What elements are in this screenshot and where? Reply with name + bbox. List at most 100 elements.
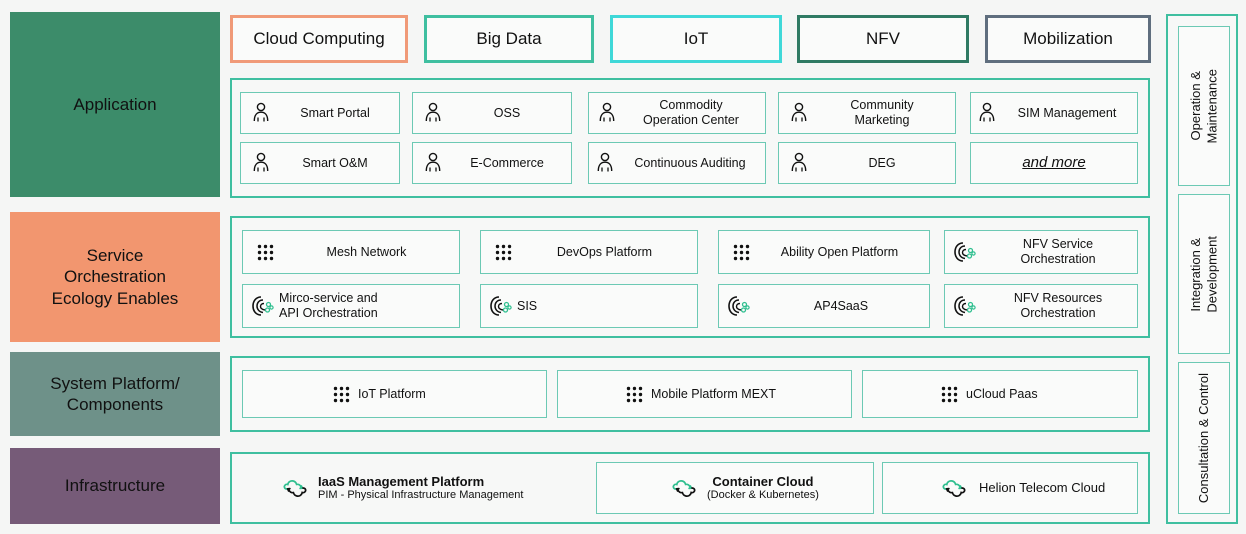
system-platform-panel: IoT Platform Mobile Platform MEXT uCloud… [230, 356, 1150, 432]
svc-card-devops-platform[interactable]: DevOps Platform [480, 230, 698, 274]
svc-card-nfv-resources-orchestration[interactable]: NFV Resources Orchestration [944, 284, 1138, 328]
svc-card-nfv-service-orchestration[interactable]: NFV Service Orchestration [944, 230, 1138, 274]
svc-card-sis[interactable]: SIS [480, 284, 698, 328]
person-icon [423, 152, 443, 174]
app-card-smart-om[interactable]: Smart O&M [240, 142, 400, 184]
orchestration-icon [727, 295, 753, 317]
app-card-smart-portal[interactable]: Smart Portal [240, 92, 400, 134]
infra-card-helion-telecom-cloud[interactable]: Helion Telecom Cloud [882, 462, 1138, 514]
svc-card-label: SIS [517, 298, 538, 313]
app-card-label: Smart O&M [302, 155, 368, 170]
sys-card-label: uCloud Paas [966, 386, 1038, 401]
infra-card-container-cloud[interactable]: Container Cloud (Docker & Kubernetes) [596, 462, 874, 514]
cloud-icon [282, 478, 308, 499]
svc-card-label: Mirco-service and API Orchestration [279, 291, 378, 320]
svc-card-label: AP4SaaS [813, 298, 869, 313]
app-card-label: SIM Management [1017, 105, 1117, 120]
cloud-icon [671, 478, 697, 499]
sys-card-label: IoT Platform [358, 386, 426, 401]
grid-icon [257, 244, 274, 261]
rail-item-consultation-control[interactable]: Consultation & Control [1178, 362, 1230, 514]
tab-label: Big Data [476, 29, 542, 48]
grid-icon [733, 244, 750, 261]
infra-card-title: IaaS Management Platform [318, 473, 485, 489]
side-rail: Operation & Maintenance Integration & De… [1166, 14, 1238, 524]
grid-icon [333, 386, 350, 403]
svc-card-label: Mesh Network [326, 244, 407, 259]
svc-card-label: NFV Service Orchestration [1020, 237, 1096, 266]
tab-label: IoT [683, 29, 709, 48]
svc-card-label: Ability Open Platform [780, 244, 899, 259]
sys-card-label: Mobile Platform MEXT [651, 386, 777, 401]
infra-card-label: Helion Telecom Cloud [979, 480, 1106, 496]
app-card-label: E-Commerce [470, 155, 544, 170]
orchestration-icon [489, 295, 515, 317]
tab-label: NFV [866, 29, 900, 48]
svc-card-ability-open-platform[interactable]: Ability Open Platform [718, 230, 930, 274]
tab-label: Mobilization [1023, 29, 1113, 48]
app-card-deg[interactable]: DEG [778, 142, 956, 184]
svc-card-mesh-network[interactable]: Mesh Network [242, 230, 460, 274]
person-icon [977, 102, 997, 124]
app-card-and-more[interactable]: and more [970, 142, 1138, 184]
layer-label-service-orchestration: Service Orchestration Ecology Enables [10, 212, 220, 342]
infra-card-text: IaaS Management Platform PIM - Physical … [318, 474, 523, 503]
tab-mobilization[interactable]: Mobilization [985, 15, 1151, 63]
cloud-icon [941, 478, 967, 499]
layer-label-text: System Platform/ Components [50, 373, 180, 414]
layer-label-infrastructure: Infrastructure [10, 448, 220, 524]
application-panel: Smart Portal OSS Commodity Operation Cen… [230, 78, 1150, 198]
person-icon [789, 152, 809, 174]
person-icon [597, 102, 617, 124]
layer-label-text: Infrastructure [64, 476, 166, 496]
app-card-label: Community Marketing [850, 98, 914, 127]
grid-icon [495, 244, 512, 261]
rail-item-operation-maintenance[interactable]: Operation & Maintenance [1178, 26, 1230, 186]
app-card-label: Continuous Auditing [634, 155, 746, 170]
app-card-oss[interactable]: OSS [412, 92, 572, 134]
app-card-label: Commodity Operation Center [643, 98, 739, 127]
app-card-label: Smart Portal [300, 105, 370, 120]
rail-item-label: Operation & Maintenance [1187, 68, 1219, 144]
infra-card-subtitle: PIM - Physical Infrastructure Management [318, 489, 524, 502]
layer-label-text: Service Orchestration Ecology Enables [51, 246, 179, 308]
app-card-label: OSS [493, 105, 521, 120]
infra-card-iaas-management-platform[interactable]: IaaS Management Platform PIM - Physical … [262, 462, 602, 514]
orchestration-icon [953, 241, 979, 263]
person-icon [595, 152, 615, 174]
svc-card-micro-service-api-orchestration[interactable]: Mirco-service and API Orchestration [242, 284, 460, 328]
person-icon [251, 102, 271, 124]
sys-card-ucloud-paas[interactable]: uCloud Paas [862, 370, 1138, 418]
layer-label-application: Application [10, 12, 220, 197]
app-card-community-marketing[interactable]: Community Marketing [778, 92, 956, 134]
infrastructure-panel: IaaS Management Platform PIM - Physical … [230, 452, 1150, 524]
app-card-commodity-operation-center[interactable]: Commodity Operation Center [588, 92, 766, 134]
app-card-continuous-auditing[interactable]: Continuous Auditing [588, 142, 766, 184]
infra-card-title: Container Cloud [712, 473, 814, 489]
grid-icon [941, 386, 958, 403]
orchestration-icon [251, 295, 277, 317]
svc-card-ap4saas[interactable]: AP4SaaS [718, 284, 930, 328]
rail-item-label: Integration & Development [1187, 235, 1219, 313]
sys-card-iot-platform[interactable]: IoT Platform [242, 370, 547, 418]
rail-item-label: Consultation & Control [1195, 372, 1211, 504]
tab-nfv[interactable]: NFV [797, 15, 969, 63]
tab-big-data[interactable]: Big Data [424, 15, 594, 63]
layer-label-system-platform: System Platform/ Components [10, 352, 220, 436]
app-card-sim-management[interactable]: SIM Management [970, 92, 1138, 134]
tab-label: Cloud Computing [253, 29, 385, 48]
service-orchestration-panel: Mesh Network DevOps Platform Ability Ope… [230, 216, 1150, 338]
sys-card-mobile-platform-mext[interactable]: Mobile Platform MEXT [557, 370, 852, 418]
person-icon [251, 152, 271, 174]
tab-iot[interactable]: IoT [610, 15, 782, 63]
layer-label-text: Application [73, 94, 157, 114]
infra-card-text: Container Cloud (Docker & Kubernetes) [707, 474, 819, 503]
person-icon [789, 102, 809, 124]
orchestration-icon [953, 295, 979, 317]
svc-card-label: NFV Resources Orchestration [1013, 291, 1103, 320]
app-card-e-commerce[interactable]: E-Commerce [412, 142, 572, 184]
person-icon [423, 102, 443, 124]
rail-item-integration-development[interactable]: Integration & Development [1178, 194, 1230, 354]
tab-cloud-computing[interactable]: Cloud Computing [230, 15, 408, 63]
